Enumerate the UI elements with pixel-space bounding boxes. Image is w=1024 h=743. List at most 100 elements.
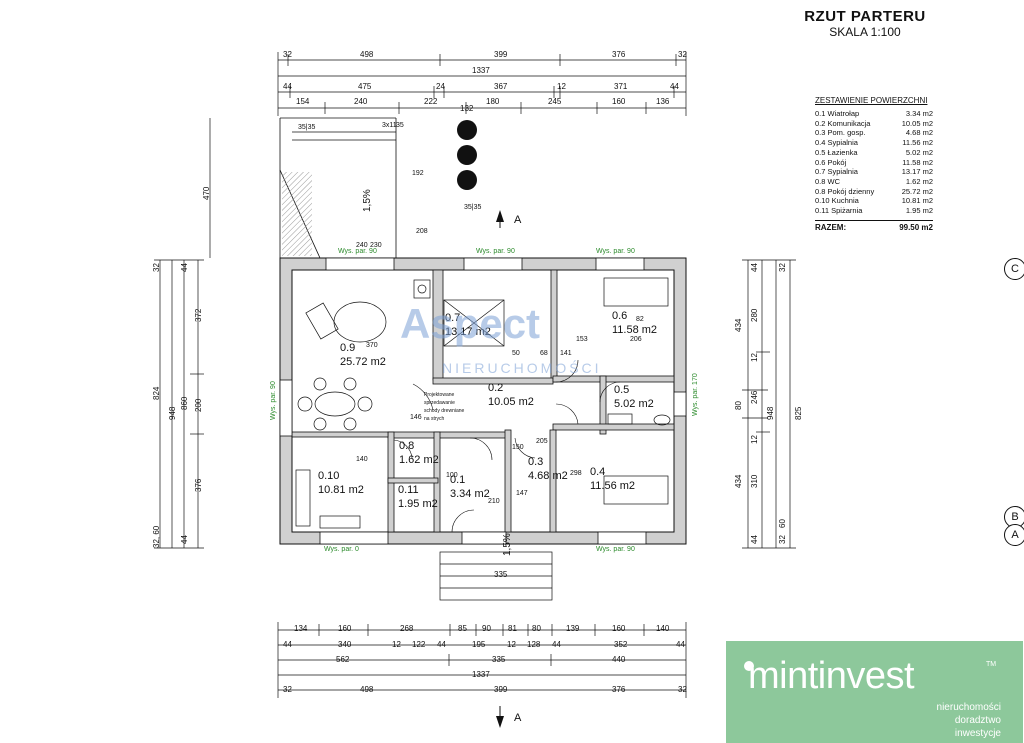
dimension-label: 399 [494,50,508,59]
window-height-label: Wys. par. 170 [692,373,699,416]
dimension-label: 3x11 [382,122,397,129]
dimension-label: 100 [446,472,458,479]
room-area: 1.62 m2 [399,454,439,466]
furniture [295,277,671,529]
dimension-label: 160 [612,624,626,633]
dimension-lines-top [277,52,687,116]
dimension-label: 136 [656,97,670,106]
dimension-label: 206 [630,336,642,343]
window-height-label: Wys. par. 90 [596,248,635,255]
dimension-label: 139 [566,624,580,633]
dimension-label: 85 [458,624,467,633]
room-id: 0.6 [612,310,628,322]
dimension-label: 90 [482,624,491,633]
dimension-label: 12 [392,640,401,649]
door-swings [393,359,621,533]
dimension-label: 12 [557,82,566,91]
room-area: 3.34 m2 [450,488,490,500]
dimension-label: 32 [283,685,292,694]
dimension-label: 180 [486,97,500,106]
dimension-label: 68 [540,350,548,357]
mintinvest-logo: mintinvest TM nieruchomości doradztwo in… [726,641,1023,743]
dimension-label: 825 [794,406,803,420]
dimension-label: 440 [612,655,626,664]
dimension-label: 298 [570,470,582,477]
dimension-label: 948 [168,406,177,420]
dimension-label: 24 [436,82,445,91]
logo-tm: TM [986,661,997,668]
section-marker-top [496,210,504,228]
dimension-label: 205 [536,438,548,445]
logo-name: mintinvest [748,655,915,697]
dimension-label: 132 [460,104,474,113]
terrace [279,117,397,259]
dimension-label: 268 [400,624,414,633]
dimension-label: 399 [494,685,508,694]
room-area: 5.02 m2 [614,398,654,410]
room-area: 4.68 m2 [528,470,568,482]
entrance-stairs [439,551,553,601]
dimension-lines-bottom [277,622,687,698]
dimension-label: 150 [512,444,524,451]
area-row: 0.3 Pom. gosp.4.68 m2 [815,128,933,138]
dimension-label: 208 [416,228,428,235]
dimension-label: 475 [358,82,372,91]
stairs-note: sprzedawanie [424,400,455,406]
dimension-label: 80 [734,401,743,410]
dimension-label: 352 [614,640,628,649]
room-id: 0.2 [488,382,504,394]
section-marker-bottom [496,706,504,728]
dimension-label: 1337 [472,670,490,679]
dimension-label: 32 [778,263,787,272]
dimension-label: 12 [750,435,759,444]
dimension-label: 222 [424,97,438,106]
dimension-label: 195 [472,640,486,649]
dimension-label: 81 [508,624,517,633]
room-id: 0.11 [398,484,419,496]
dimension-label: 44 [750,535,759,544]
dimension-label: 44 [750,263,759,272]
dimension-label: 371 [614,82,628,91]
dimension-label: 146 [410,414,422,421]
room-id: 0.10 [318,470,340,482]
dimension-label: 562 [336,655,350,664]
dimension-label: 44 [676,640,685,649]
dimension-label: 122 [412,640,426,649]
logo-tagline: nieruchomości doradztwo inwestycje [936,702,1001,739]
dimension-label: 434 [734,474,743,488]
dimension-label: 376 [194,478,203,492]
dimension-lines-sides [154,118,796,549]
dimension-label: 376 [612,685,626,694]
dimension-label: 82 [636,316,644,323]
dimension-label: 140 [656,624,670,633]
dimension-label: 245 [548,97,562,106]
room-id: 0.9 [340,342,356,354]
window-height-label: Wys. par. 90 [338,248,377,255]
dimension-label: 210 [488,498,500,505]
dimension-label: 367 [494,82,508,91]
dimension-label: 240 [356,242,368,249]
dimension-label: 192 [412,170,424,177]
window-height-label: Wys. par. 90 [476,248,515,255]
plant-icons [457,120,477,190]
dimension-label: 12 [750,353,759,362]
window-height-label: Wys. par. 0 [324,546,359,553]
dimension-label: 498 [360,50,374,59]
section-marker-label: A [514,214,522,226]
dimension-label: 44 [180,263,189,272]
dimension-label: 32 [283,50,292,59]
plan-title-block: RZUT PARTERU SKALA 1:100 [780,8,950,39]
room-area: 25.72 m2 [340,356,386,368]
dimension-label: 230 [370,242,382,249]
dimension-label: 860 [180,396,189,410]
dimension-label: 35 [396,122,404,129]
